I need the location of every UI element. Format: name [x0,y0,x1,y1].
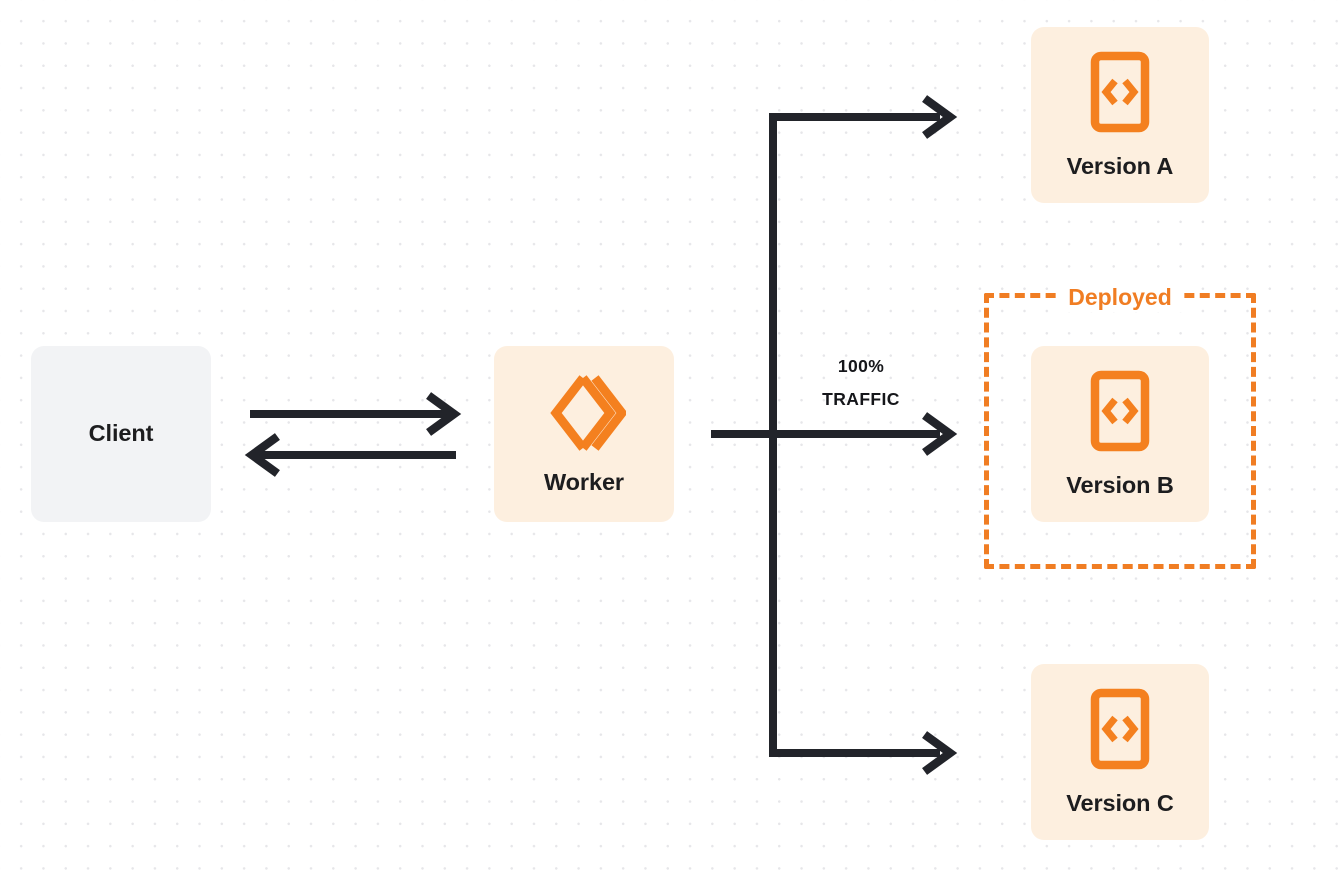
arrow-client-to-worker [250,392,462,436]
node-worker[interactable]: Worker [494,346,674,522]
node-version-a-label: Version A [1066,153,1174,180]
arrow-worker-to-client [244,433,456,477]
traffic-label: 100% TRAFFIC [787,350,935,416]
node-version-b-label: Version B [1066,472,1174,499]
code-file-icon [1090,51,1150,133]
node-version-c[interactable]: Version C [1031,664,1209,840]
arrow-to-version-a [773,95,958,139]
node-version-a[interactable]: Version A [1031,27,1209,203]
traffic-percent-text: 100% [837,356,885,376]
node-client-label: Client [88,420,154,447]
node-version-c-label: Version C [1066,790,1174,817]
code-file-icon [1090,688,1150,770]
deployed-group: Deployed [984,282,1256,569]
arrow-to-version-c [773,731,958,775]
traffic-word-text: TRAFFIC [822,389,900,409]
node-client[interactable]: Client [31,346,211,522]
cloudflare-workers-logo-icon [542,373,626,453]
node-worker-label: Worker [544,469,624,496]
deployed-group-label: Deployed [1057,282,1183,312]
arrow-to-version-b [711,412,958,456]
node-version-b[interactable]: Version B [1031,346,1209,522]
code-file-icon [1090,370,1150,452]
